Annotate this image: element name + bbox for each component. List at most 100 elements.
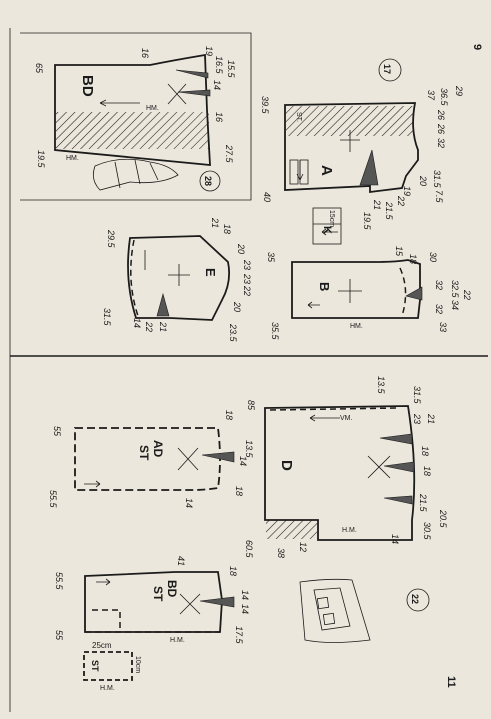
piece-a-dart <box>359 149 379 186</box>
piece-bd-st-grain <box>179 593 201 615</box>
svg-text:13.5: 13.5 <box>376 376 386 395</box>
m-bd-19: 19 <box>204 46 214 56</box>
svg-text:22: 22 <box>242 285 252 296</box>
bd-label: BD <box>79 75 96 97</box>
piece-ad-st: AD ST 55 18 13.5 14 18 14 55.5 <box>48 410 254 509</box>
svg-text:39.5: 39.5 <box>260 96 270 115</box>
m-bd-15-5: 15.5 <box>226 60 236 79</box>
m-bd-16: 16 <box>140 48 150 58</box>
svg-text:22: 22 <box>144 321 154 332</box>
svg-text:20: 20 <box>236 243 246 254</box>
m-bd-19-5: 19.5 <box>36 150 46 169</box>
svg-text:21: 21 <box>372 199 382 210</box>
sleeve-sketch <box>92 158 179 191</box>
bd-dart-1 <box>175 69 209 79</box>
piece-ad-outline <box>74 427 221 491</box>
bd-arrow <box>99 99 140 107</box>
bd-dart-2 <box>177 89 211 97</box>
piece-d-grain <box>367 455 391 479</box>
piece-b-grain <box>338 279 362 303</box>
fig-17-circle <box>378 58 402 82</box>
piece-bd-st: BD ST H.M. 55.5 41 18 14 14 17.5 55 <box>54 556 250 645</box>
piece-ad-dart <box>201 451 235 463</box>
svg-text:22: 22 <box>396 195 406 206</box>
svg-text:20: 20 <box>232 301 242 312</box>
piece-e: E 29.5 21 18 20 23 23 22 20 23.5 31.5 21… <box>102 217 252 343</box>
piece-d-dart-1 <box>379 433 413 445</box>
bd-hm-label: HM. <box>146 105 159 112</box>
svg-text:36.5: 36.5 <box>439 88 449 107</box>
svg-text:38: 38 <box>276 548 286 558</box>
svg-text:23.5: 23.5 <box>228 323 238 343</box>
m-bd-16b: 16 <box>214 112 224 122</box>
svg-text:14: 14 <box>390 534 400 544</box>
st-rect-height: 10cm <box>134 656 141 673</box>
svg-text:20: 20 <box>418 175 428 186</box>
svg-text:19.5: 19.5 <box>362 212 372 231</box>
svg-text:21: 21 <box>158 321 168 332</box>
piece-e-outline <box>127 235 231 321</box>
piece-d: D VM. H.M. 13.5 31.5 85 23 21 18 18 21.5… <box>244 376 448 559</box>
piece-d-outline <box>264 405 416 541</box>
piece-k: K 15cm <box>312 207 342 245</box>
bd-grain-cross <box>167 83 187 105</box>
svg-text:31.5: 31.5 <box>432 170 442 189</box>
svg-text:13.5: 13.5 <box>244 440 254 459</box>
st-rect-width: 25cm <box>92 641 112 650</box>
svg-text:55.5: 55.5 <box>54 572 64 591</box>
fig-22-number: 22 <box>410 594 420 604</box>
m-bd-65: 65 <box>34 63 44 74</box>
svg-text:20.5: 20.5 <box>438 509 448 529</box>
svg-text:19: 19 <box>402 186 412 196</box>
svg-text:40: 40 <box>262 192 272 202</box>
svg-text:21: 21 <box>426 413 436 424</box>
piece-d-hm: H.M. <box>342 527 357 534</box>
svg-text:BD: BD <box>79 75 96 97</box>
svg-text:21.5: 21.5 <box>418 493 428 513</box>
svg-text:12: 12 <box>298 542 308 552</box>
svg-text:35: 35 <box>266 252 276 263</box>
svg-text:32: 32 <box>436 138 446 148</box>
piece-b-label: B <box>317 282 332 291</box>
bd-bottom-hm: HM. <box>66 155 79 162</box>
svg-text:85: 85 <box>246 400 256 411</box>
piece-st-rect: 25cm ST 10cm H.M. <box>83 641 141 692</box>
svg-text:18: 18 <box>420 446 430 456</box>
st-rect-label: ST <box>90 660 100 672</box>
piece-ad-grain <box>177 447 199 471</box>
svg-text:31.5: 31.5 <box>102 308 112 327</box>
piece-b-outline <box>291 259 421 319</box>
figure-28-box: BD HM. HM. 65 16 19 16.5 15.5 14 16 27.5… <box>20 32 252 201</box>
fig-17-number: 17 <box>382 64 392 74</box>
svg-text:17.5: 17.5 <box>234 626 244 645</box>
svg-text:14: 14 <box>132 318 142 328</box>
svg-text:41: 41 <box>176 556 186 566</box>
piece-a: A ST. 17 39.5 37 36.5 29 26 26 32 31.5 2… <box>260 58 464 231</box>
piece-d-label: D <box>278 460 295 471</box>
svg-text:11: 11 <box>445 676 457 688</box>
page-number-bottom: 11 <box>445 676 457 688</box>
piece-k-measure: 15cm <box>328 210 335 227</box>
svg-text:30.5: 30.5 <box>422 522 432 541</box>
piece-k-label: K <box>321 226 333 234</box>
piece-bd-st-dart <box>199 596 235 608</box>
svg-text:23: 23 <box>242 259 252 270</box>
svg-text:14: 14 <box>238 456 248 466</box>
svg-text:18: 18 <box>234 486 244 496</box>
svg-text:22: 22 <box>462 289 472 300</box>
piece-a-label: A <box>318 165 335 176</box>
svg-text:18: 18 <box>228 566 238 576</box>
m-bd-27-5: 27.5 <box>224 144 234 164</box>
svg-text:21: 21 <box>210 217 220 228</box>
svg-text:26: 26 <box>436 109 446 120</box>
svg-text:14: 14 <box>240 590 250 600</box>
svg-text:23: 23 <box>242 273 252 284</box>
svg-text:55.5: 55.5 <box>48 490 58 509</box>
piece-d-dart-3 <box>383 495 413 505</box>
svg-text:21.5: 21.5 <box>384 201 394 221</box>
svg-text:14: 14 <box>184 498 194 508</box>
svg-text:26: 26 <box>436 123 446 134</box>
piece-e-label: E <box>203 268 218 277</box>
svg-text:35.5: 35.5 <box>270 322 280 341</box>
